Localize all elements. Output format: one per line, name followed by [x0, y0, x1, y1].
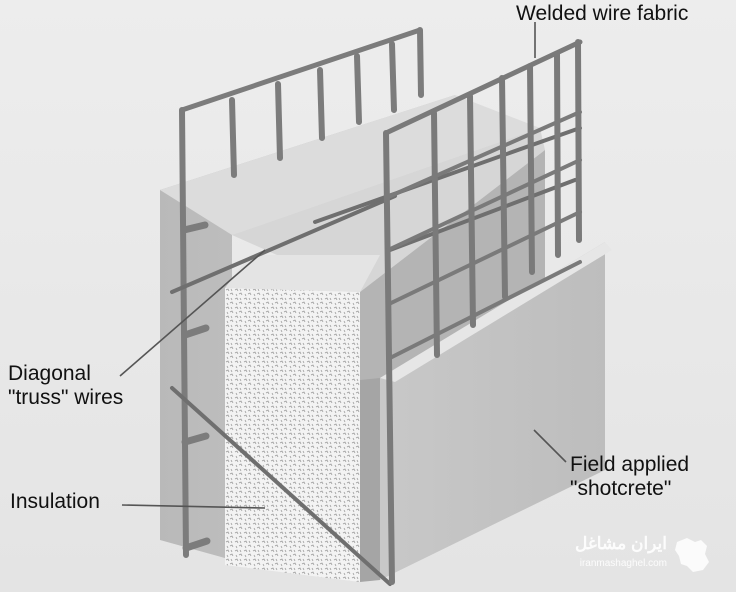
label-text-line-1: Diagonal — [8, 362, 91, 385]
truss-wire — [388, 178, 577, 252]
label-welded-wire-fabric: Welded wire fabric — [516, 2, 688, 26]
diagonal-truss-wires — [170, 126, 582, 586]
back-mesh-post — [275, 81, 283, 161]
front-wire-mesh — [383, 39, 583, 585]
shotcrete-front-face — [380, 242, 605, 580]
back-wire-mesh — [179, 27, 424, 558]
front-mesh-cross-wire — [384, 110, 582, 200]
front-mesh-post — [527, 63, 535, 275]
label-text-line-2: "shotcrete" — [570, 477, 672, 500]
back-concrete-layer — [160, 95, 540, 560]
leader-diagonal-truss-wires — [119, 249, 266, 377]
front-mesh-post — [431, 110, 440, 358]
leader-shotcrete — [533, 429, 567, 463]
back-mesh-post — [417, 27, 424, 98]
watermark-brand: ایران مشاغل — [575, 534, 667, 553]
label-insulation: Insulation — [10, 490, 100, 514]
shotcrete-end-face — [360, 378, 380, 582]
label-field-applied-shotcrete: Field applied "shotcrete" — [570, 453, 689, 501]
back-mesh-post — [229, 97, 237, 178]
back-mesh-post — [354, 53, 362, 125]
front-mesh-cross-wire — [387, 210, 582, 306]
front-mesh-top-rail — [383, 39, 583, 136]
back-layer-top-face — [160, 95, 540, 235]
front-mesh-cross-wire — [388, 260, 582, 360]
insulation-top-edge — [225, 255, 380, 292]
truss-wire — [170, 194, 397, 294]
leader-insulation — [121, 504, 266, 509]
label-text-line-1: Field applied — [570, 453, 690, 476]
truss-wire — [170, 386, 392, 586]
back-mesh-stub — [181, 432, 210, 446]
iran-map-icon — [675, 538, 709, 572]
label-text-line-2: "truss" wires — [8, 386, 124, 409]
front-mesh-cross-wire — [386, 158, 582, 252]
label-text: Insulation — [10, 490, 100, 513]
front-mesh-post — [499, 75, 508, 300]
label-diagonal-truss-wires: Diagonal "truss" wires — [8, 362, 123, 410]
back-mesh-stub — [181, 324, 210, 339]
truss-wire — [313, 126, 582, 224]
label-text: Welded wire fabric — [516, 2, 689, 25]
leader-lines — [119, 22, 567, 509]
back-mesh-post — [389, 41, 397, 113]
back-mesh-top-rail — [179, 27, 423, 113]
watermark: ایران مشاغل iranmashaghel.com — [571, 532, 721, 580]
back-mesh-stub — [180, 221, 209, 234]
back-mesh-post — [317, 67, 325, 141]
watermark-url: iranmashaghel.com — [579, 558, 667, 569]
back-mesh-stub — [182, 537, 211, 552]
front-mesh-post — [575, 39, 582, 243]
